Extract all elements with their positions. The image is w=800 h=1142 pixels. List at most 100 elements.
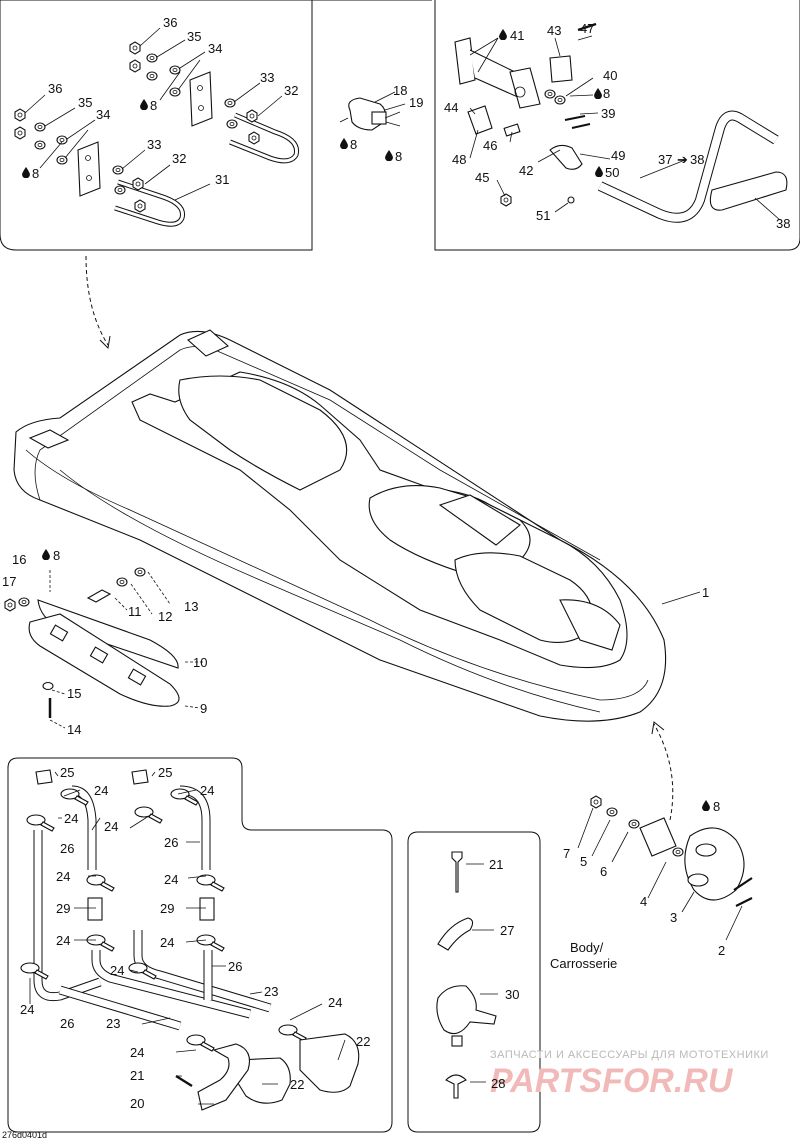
callout-26a: 26 xyxy=(60,841,74,856)
callout-24i: 24 xyxy=(110,963,124,978)
callout-38b: 38 xyxy=(776,216,790,231)
callout-5: 5 xyxy=(580,854,587,869)
callout-24j: 24 xyxy=(20,1002,34,1017)
callout-7: 7 xyxy=(563,846,570,861)
grab-handle-assembly xyxy=(454,22,788,223)
callout-13: 13 xyxy=(184,599,198,614)
top-left-frame xyxy=(0,0,313,251)
bow-light-assembly xyxy=(577,795,753,941)
callout-24k: 24 xyxy=(328,995,342,1010)
callout-46: 46 xyxy=(483,138,497,153)
side-vent-assembly xyxy=(4,549,205,729)
callout-8a: 8 xyxy=(150,98,157,113)
callout-26c: 26 xyxy=(228,959,242,974)
connection-arrow-bottom xyxy=(653,723,674,821)
callout-24l: 24 xyxy=(130,1045,144,1060)
callout-28: 28 xyxy=(491,1076,505,1091)
leader-1 xyxy=(661,591,701,605)
callout-12: 12 xyxy=(158,609,172,624)
callout-14: 14 xyxy=(67,722,81,737)
tow-hook-assembly xyxy=(14,27,300,227)
callout-17: 17 xyxy=(2,574,16,589)
callout-10: 10 xyxy=(193,655,207,670)
callout-30: 30 xyxy=(505,987,519,1002)
callout-32b: 32 xyxy=(172,151,186,166)
callout-25b: 25 xyxy=(158,765,172,780)
arrow-head-bottom xyxy=(651,721,665,735)
fastener-parts xyxy=(436,851,498,1099)
callout-26b: 26 xyxy=(164,835,178,850)
retaining-bracket-assembly xyxy=(339,91,406,161)
callout-24b: 24 xyxy=(200,783,214,798)
callout-8d: 8 xyxy=(395,149,402,164)
callout-19: 19 xyxy=(409,95,423,110)
callout-24e: 24 xyxy=(56,869,70,884)
callout-39: 39 xyxy=(601,106,615,121)
body-caption-2: Carrosserie xyxy=(550,956,617,971)
callout-21: 21 xyxy=(489,857,503,872)
callout-33a: 33 xyxy=(260,70,274,85)
callout-35a: 35 xyxy=(187,29,201,44)
callout-16: 16 xyxy=(12,552,26,567)
watermark-logo: PARTSFOR.RU xyxy=(490,1062,734,1100)
top-middle-frame xyxy=(311,0,432,200)
callout-8b: 8 xyxy=(32,166,39,181)
callout-27: 27 xyxy=(500,923,514,938)
callout-29a: 29 xyxy=(56,901,70,916)
callout-33b: 33 xyxy=(147,137,161,152)
callout-42: 42 xyxy=(519,163,533,178)
callout-25a: 25 xyxy=(60,765,74,780)
callout-8f: 8 xyxy=(53,548,60,563)
callout-24g: 24 xyxy=(56,933,70,948)
callout-24h: 24 xyxy=(160,935,174,950)
callout-20: 20 xyxy=(130,1096,144,1111)
callout-21b: 21 xyxy=(130,1068,144,1083)
callout-9: 9 xyxy=(200,701,207,716)
callout-8e: 8 xyxy=(603,86,610,101)
callout-51: 51 xyxy=(536,208,550,223)
figure-code: 276d0401d xyxy=(2,1130,47,1140)
callout-41: 41 xyxy=(510,28,524,43)
callout-29b: 29 xyxy=(160,901,174,916)
body-hull xyxy=(13,329,667,722)
bottom-left-frame xyxy=(7,757,393,1133)
callout-4: 4 xyxy=(640,894,647,909)
callout-32a: 32 xyxy=(284,83,298,98)
callout-22b: 22 xyxy=(290,1077,304,1092)
callout-38a: 38 xyxy=(690,152,704,167)
callout-24a: 24 xyxy=(94,783,108,798)
callout-48: 48 xyxy=(452,152,466,167)
callout-50: 50 xyxy=(605,165,619,180)
callout-43: 43 xyxy=(547,23,561,38)
callout-45: 45 xyxy=(475,170,489,185)
callout-37: 37 xyxy=(658,152,672,167)
callout-24c: 24 xyxy=(64,811,78,826)
callout-6: 6 xyxy=(600,864,607,879)
callout-11: 11 xyxy=(128,604,142,619)
fastener-frame xyxy=(407,831,541,1133)
hose-assembly xyxy=(20,769,360,1111)
callout-44: 44 xyxy=(444,100,458,115)
callout-36b: 36 xyxy=(48,81,62,96)
callout-34a: 34 xyxy=(208,41,222,56)
arrow-37-38: ➔ xyxy=(677,152,688,167)
callout-23a: 23 xyxy=(264,984,278,999)
callout-26d: 26 xyxy=(60,1016,74,1031)
callout-2: 2 xyxy=(718,943,725,958)
callout-47: 47 xyxy=(580,21,594,36)
callout-8g: 8 xyxy=(713,799,720,814)
callout-49: 49 xyxy=(611,148,625,163)
arrow-head-top xyxy=(99,335,111,350)
callout-35b: 35 xyxy=(78,95,92,110)
callout-18: 18 xyxy=(393,83,407,98)
connection-arrow-top xyxy=(85,255,109,346)
watermark-line1: ЗАПЧАСТИ И АКСЕССУАРЫ ДЛЯ МОТОТЕХНИКИ xyxy=(490,1049,769,1061)
callout-24d: 24 xyxy=(104,819,118,834)
callout-34b: 34 xyxy=(96,107,110,122)
callout-23b: 23 xyxy=(106,1016,120,1031)
body-caption-1: Body/ xyxy=(570,940,604,955)
callout-1: 1 xyxy=(702,585,709,600)
callout-31: 31 xyxy=(215,172,229,187)
callout-22a: 22 xyxy=(356,1034,370,1049)
